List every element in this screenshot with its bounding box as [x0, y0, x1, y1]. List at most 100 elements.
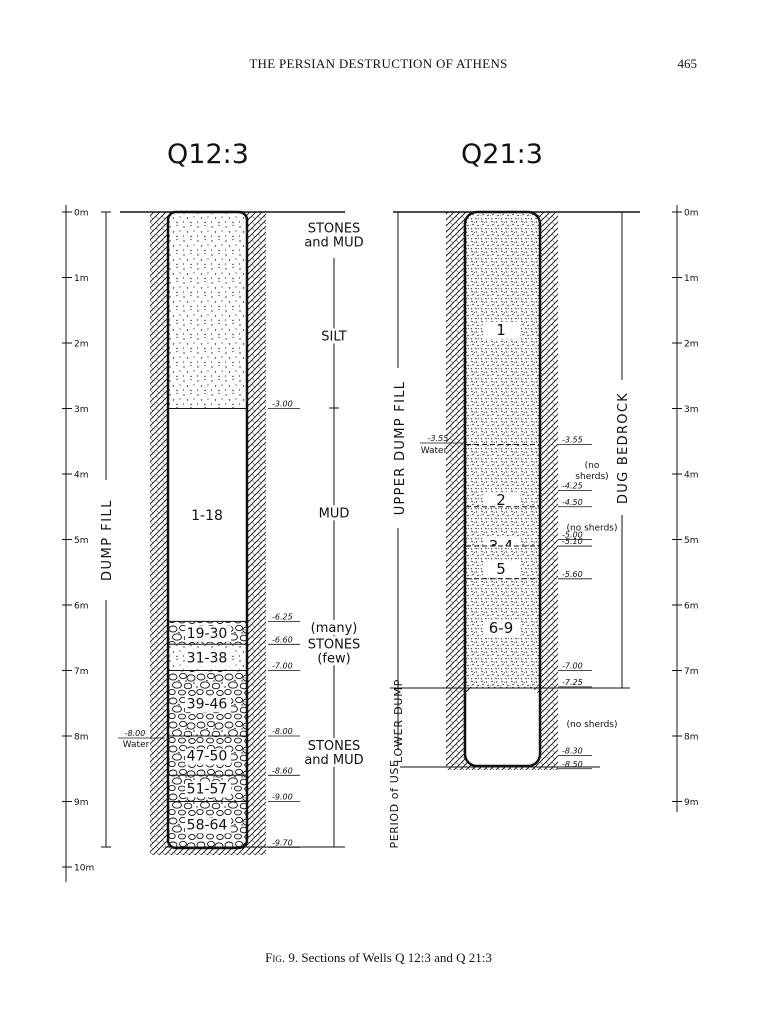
well-title-q21: Q21:3: [461, 139, 543, 170]
q21-tick-label-7: 7m: [684, 667, 699, 677]
q21-mark-label-2: -4.50: [562, 498, 583, 507]
q12-layer-label-bg-4: [185, 696, 231, 713]
q12-layer-label-7: 58-64: [187, 817, 228, 833]
q21-lower-dump-bracket: LOWER DUMP PERIOD of USE: [388, 679, 405, 849]
q12-tick-label-0: 0m: [74, 209, 89, 219]
q21-tick-label-6: 6m: [684, 602, 699, 612]
q12-mark-label-3: -7.00: [272, 662, 293, 671]
q12-tick-label-8: 8m: [74, 733, 89, 743]
q21-layer-label-4: 6-9: [489, 619, 514, 637]
q12-tick-label-9: 9m: [74, 798, 89, 808]
q12-desc-1-0: SILT: [321, 329, 347, 344]
q12-mark-label-4: -8.00: [272, 727, 293, 736]
q12-layers: 1-18 19-30 31-38 39-46 47-50 51-57 58-64: [169, 212, 246, 848]
q12-desc-0-1: and MUD: [304, 235, 363, 250]
q12-desc-5-0: STONES: [308, 739, 361, 754]
q12-mark-label-2: -6.60: [272, 635, 293, 644]
q12-layer-label-3: 31-38: [187, 650, 228, 666]
q12-tick-label-3: 3m: [74, 405, 89, 415]
q21-tick-label-5: 5m: [684, 536, 699, 546]
q21-tick-label-3: 3m: [684, 405, 699, 415]
page-number: 465: [677, 56, 698, 71]
q21-layer-label-3: 5: [496, 560, 506, 578]
q12-desc-4-0: STONES: [308, 637, 361, 652]
q12-mark-label-5: -8.60: [272, 766, 293, 775]
q12-desc-2-0: MUD: [319, 506, 350, 521]
figure-caption: Fig. 9. Sections of Wells Q 12:3 and Q 2…: [0, 950, 757, 966]
q12-desc-bg-5-0: [302, 737, 366, 753]
q12-mark-label-0: -3.00: [272, 400, 293, 409]
q12-desc-5-1: and MUD: [304, 753, 363, 768]
q12-tick-label-10: 10m: [74, 864, 94, 874]
q21-depth-marks: -3.55-4.25-4.50-5.00-5.10-5.60-7.00-7.25…: [558, 436, 592, 770]
q12-tick-label-6: 6m: [74, 602, 89, 612]
q21-water-label: Water: [421, 446, 448, 456]
q12-tick-label-1: 1m: [74, 274, 89, 284]
q12-layer-1: [169, 408, 246, 622]
q21-dug-bedrock-label: DUG BEDROCK: [616, 392, 631, 504]
well-title-q12: Q12:3: [167, 139, 249, 170]
q12-layer-label-bg-5: [185, 748, 231, 765]
q12-tick-label-7: 7m: [74, 667, 89, 677]
q12-mark-label-1: -6.25: [272, 612, 293, 621]
q12-water-depth: -8.00: [125, 729, 146, 738]
q12-mark-label-6: -9.00: [272, 793, 293, 802]
q21-mark-label-5: -5.60: [562, 570, 583, 579]
q21-note-0-0: (no: [585, 461, 600, 471]
q12-desc-4-1: (few): [317, 651, 350, 666]
q12-tick-label-2: 2m: [74, 340, 89, 350]
q12-desc-0-0: STONES: [308, 221, 361, 236]
q12-layer-label-bg-6: [185, 781, 231, 798]
running-title: THE PERSIAN DESTRUCTION OF ATHENS: [249, 56, 508, 71]
q21-tick-label-2: 2m: [684, 340, 699, 350]
q21-note-0-1: sherds): [575, 472, 608, 482]
q12-layer-label-2: 19-30: [187, 626, 228, 642]
q12-layer-label-6: 51-57: [187, 781, 228, 797]
q21-mark-label-3: -5.00: [562, 531, 583, 540]
q12-layer-label-1: 1-18: [191, 508, 223, 524]
q12-tick-label-4: 4m: [74, 471, 89, 481]
q21-tick-label-0: 0m: [684, 209, 699, 219]
q12-mark-label-7: -9.70: [272, 838, 293, 847]
q12-desc-bg-0-0: [302, 220, 366, 236]
well-q12-section: 1-18 19-30 31-38 39-46 47-50 51-57 58-64 0m 1m 2…: [62, 205, 366, 882]
q21-tick-label-9: 9m: [684, 798, 699, 808]
q21-tick-label-1: 1m: [684, 274, 699, 284]
q21-upper-dump-label: UPPER DUMP FILL: [393, 381, 408, 516]
q12-layer-label-bg-7: [185, 817, 231, 834]
q12-water-marker: -8.00 Water: [118, 729, 165, 750]
q12-layer-label-4: 39-46: [187, 696, 228, 712]
q21-mark-label-6: -7.00: [562, 662, 583, 671]
q21-layer-label-bg-1: [483, 492, 519, 510]
q21-layers: 123-456-9: [466, 212, 539, 687]
q12-desc-bg-5-1: [302, 751, 366, 767]
q12-desc-3-0: (many): [311, 621, 358, 636]
q21-dug-bedrock-bracket: DUG BEDROCK: [616, 212, 631, 688]
q21-layer-label-0: 1: [496, 321, 506, 339]
q21-water-depth: -3.55: [428, 434, 449, 443]
q21-mark-label-9: -8.50: [562, 760, 583, 769]
q12-desc-bg-1-0: [302, 328, 366, 344]
q12-dump-fill-label: DUMP FILL: [100, 499, 115, 581]
q21-layer-label-bg-3: [483, 560, 519, 578]
q21-lower-dump-label: LOWER DUMP: [392, 679, 405, 763]
q21-mark-label-0: -3.55: [562, 436, 583, 445]
q21-layer-label-bg-0: [483, 321, 519, 339]
q21-upper-dump-bracket: UPPER DUMP FILL: [393, 212, 408, 688]
q21-tick-label-4: 4m: [684, 471, 699, 481]
q12-layer-label-bg-3: [185, 650, 231, 667]
q12-desc-bg-4-0: [302, 636, 366, 652]
caption-fig-number: Fig. 9.: [265, 950, 299, 965]
q21-lower-empty: [465, 688, 540, 766]
q21-layer-label-bg-4: [483, 619, 519, 637]
q12-layer-label-5: 47-50: [187, 749, 228, 765]
q21-mark-label-7: -7.25: [562, 678, 583, 687]
q12-depth-marks: -3.00 -6.25 -6.60 -7.00 -8.00 -8.60 -9.00 -9.70: [268, 400, 300, 848]
q21-water-marker: -3.55 Water: [420, 434, 462, 456]
q12-layer-label-bg-2: [185, 625, 231, 642]
